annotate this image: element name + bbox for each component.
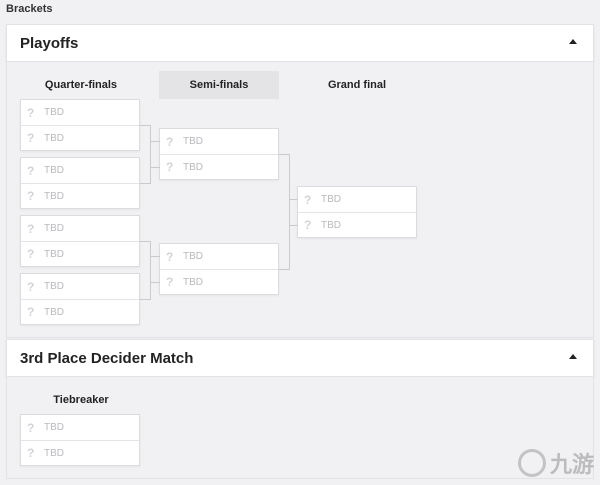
match-grand-final[interactable]: ? TBD ? TBD xyxy=(297,186,417,238)
team-name: TBD xyxy=(44,422,64,433)
team-name: TBD xyxy=(44,248,64,260)
team-slot[interactable]: ? TBD xyxy=(298,187,416,212)
question-mark-icon: ? xyxy=(27,305,35,319)
question-mark-icon: ? xyxy=(27,446,35,460)
match-qf-2[interactable]: ? TBD ? TBD xyxy=(20,157,140,209)
match-sf-2[interactable]: ? TBD ? TBD xyxy=(159,243,279,295)
playoffs-bracket: Quarter-finals Semi-finals Grand final ?… xyxy=(6,62,594,338)
match-qf-4[interactable]: ? TBD ? TBD xyxy=(20,273,140,325)
bracket-connector xyxy=(150,141,160,142)
question-mark-icon: ? xyxy=(27,105,35,120)
third-place-title: 3rd Place Decider Match xyxy=(20,350,194,367)
question-mark-icon: ? xyxy=(304,218,312,232)
bracket-connector xyxy=(140,125,150,126)
watermark-text: 九游 xyxy=(549,452,594,477)
team-slot[interactable]: ? TBD xyxy=(160,154,278,179)
column-tiebreaker: Tiebreaker xyxy=(53,394,109,406)
question-mark-icon: ? xyxy=(166,160,174,174)
bracket-connector xyxy=(150,125,151,184)
third-place-section-header[interactable]: 3rd Place Decider Match xyxy=(6,339,594,377)
team-name: TBD xyxy=(321,194,341,205)
match-sf-1[interactable]: ? TBD ? TBD xyxy=(159,128,279,180)
bracket-connector xyxy=(289,199,298,200)
team-slot[interactable]: ? TBD xyxy=(160,244,278,269)
column-quarter-finals: Quarter-finals xyxy=(44,79,118,91)
bracket-connector xyxy=(150,256,160,257)
team-slot[interactable]: ? TBD xyxy=(21,158,139,183)
page-title: Brackets xyxy=(6,3,53,15)
question-mark-icon: ? xyxy=(166,134,174,149)
team-name: TBD xyxy=(44,190,64,202)
team-slot[interactable]: ? TBD xyxy=(21,299,139,324)
bracket-connector xyxy=(150,282,160,283)
team-slot[interactable]: ? TBD xyxy=(160,129,278,154)
team-slot[interactable]: ? TBD xyxy=(21,100,139,125)
match-qf-1[interactable]: ? TBD ? TBD xyxy=(20,99,140,151)
bracket-connector xyxy=(279,154,289,155)
team-name: TBD xyxy=(44,306,64,318)
question-mark-icon: ? xyxy=(166,275,174,289)
third-place-bracket: Tiebreaker ? TBD ? TBD xyxy=(6,377,594,479)
team-name: TBD xyxy=(183,251,203,262)
team-slot[interactable]: ? TBD xyxy=(21,241,139,266)
question-mark-icon: ? xyxy=(27,189,35,203)
bracket-connector xyxy=(289,154,290,270)
watermark-logo-icon xyxy=(517,449,546,477)
question-mark-icon: ? xyxy=(27,131,35,145)
team-name: TBD xyxy=(44,132,64,144)
team-name: TBD xyxy=(183,136,203,147)
team-slot[interactable]: ? TBD xyxy=(21,125,139,150)
question-mark-icon: ? xyxy=(27,221,35,236)
column-semi-finals: Semi-finals xyxy=(159,71,279,99)
match-qf-3[interactable]: ? TBD ? TBD xyxy=(20,215,140,267)
question-mark-icon: ? xyxy=(27,163,35,178)
bracket-connector xyxy=(140,241,150,242)
team-name: TBD xyxy=(44,223,64,234)
playoffs-title: Playoffs xyxy=(20,35,79,52)
team-name: TBD xyxy=(44,281,64,292)
team-name: TBD xyxy=(44,447,64,459)
question-mark-icon: ? xyxy=(27,247,35,261)
question-mark-icon: ? xyxy=(27,420,35,435)
team-slot[interactable]: ? TBD xyxy=(21,216,139,241)
team-slot[interactable]: ? TBD xyxy=(298,212,416,237)
column-grand-final: Grand final xyxy=(327,79,387,91)
question-mark-icon: ? xyxy=(304,192,312,207)
bracket-connector xyxy=(140,183,150,184)
bracket-connector xyxy=(150,167,160,168)
bracket-connector xyxy=(279,269,289,270)
bracket-connector xyxy=(140,299,150,300)
chevron-up-icon[interactable] xyxy=(569,354,577,359)
playoffs-section-header[interactable]: Playoffs xyxy=(6,24,594,62)
team-slot[interactable]: ? TBD xyxy=(160,269,278,294)
team-name: TBD xyxy=(44,165,64,176)
bracket-connector xyxy=(150,241,151,300)
chevron-up-icon[interactable] xyxy=(569,39,577,44)
team-slot[interactable]: ? TBD xyxy=(21,440,139,465)
question-mark-icon: ? xyxy=(166,249,174,264)
watermark: 九游 xyxy=(517,447,594,479)
match-tiebreaker[interactable]: ? TBD ? TBD xyxy=(20,414,140,466)
team-slot[interactable]: ? TBD xyxy=(21,274,139,299)
team-slot[interactable]: ? TBD xyxy=(21,183,139,208)
team-name: TBD xyxy=(183,161,203,173)
team-slot[interactable]: ? TBD xyxy=(21,415,139,440)
question-mark-icon: ? xyxy=(27,279,35,294)
team-name: TBD xyxy=(44,107,64,118)
team-name: TBD xyxy=(183,276,203,288)
team-name: TBD xyxy=(321,219,341,231)
bracket-connector xyxy=(289,225,298,226)
